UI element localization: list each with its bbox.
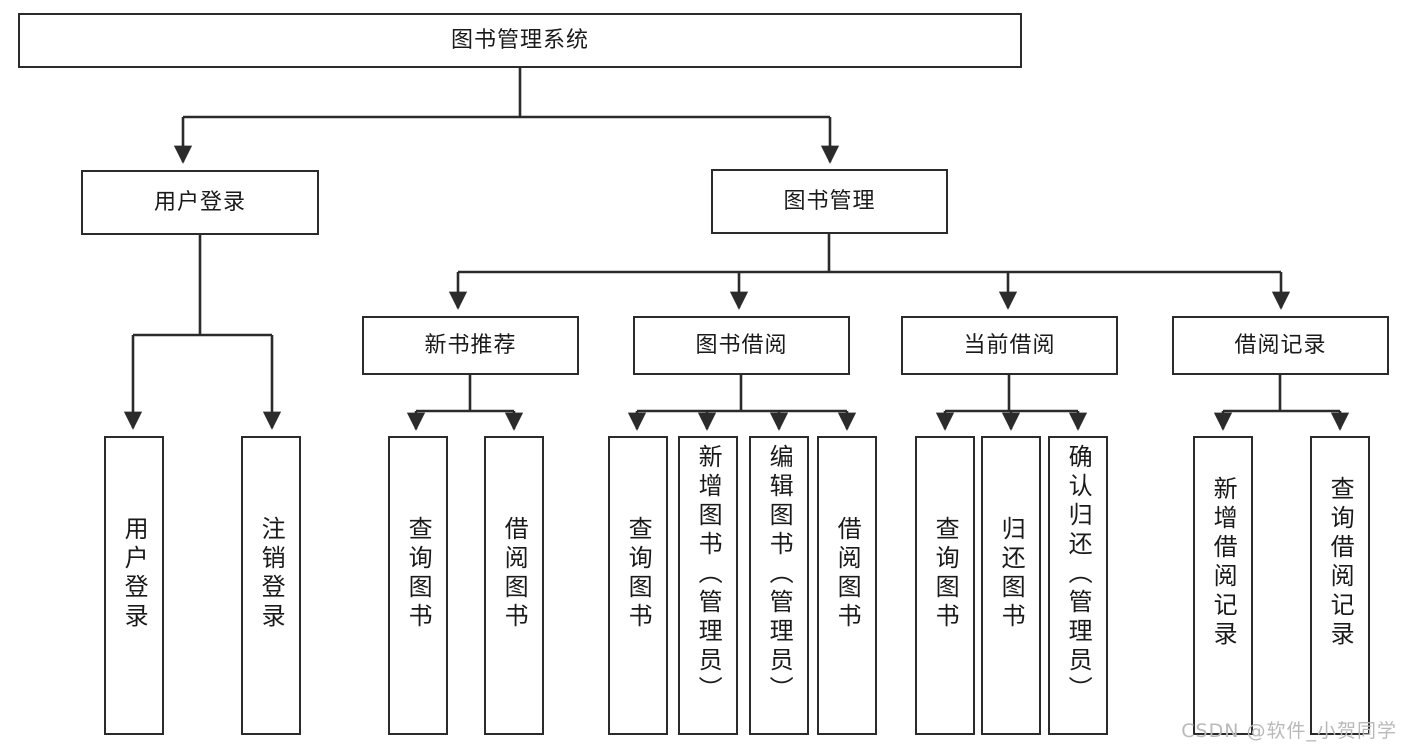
node-book-borrow-label: 图书借阅 [695, 332, 788, 358]
leaf-confirm-return-label: 确认归还（管理员） [1064, 444, 1093, 705]
leaf-query-book-3[interactable]: 查询图书 [915, 436, 975, 735]
leaf-query-book-1[interactable]: 查询图书 [388, 436, 448, 735]
leaf-user-login[interactable]: 用户登录 [104, 436, 164, 735]
leaf-user-logout-label: 注销登录 [257, 516, 286, 632]
leaf-confirm-return[interactable]: 确认归还（管理员） [1048, 436, 1108, 735]
leaf-add-record[interactable]: 新增借阅记录 [1193, 436, 1253, 735]
node-root-label: 图书管理系统 [450, 27, 589, 53]
leaf-borrow-book-1[interactable]: 借阅图书 [484, 436, 544, 735]
leaf-add-book[interactable]: 新增图书（管理员） [678, 436, 738, 735]
leaf-query-book-2[interactable]: 查询图书 [608, 436, 668, 735]
node-user-login-label: 用户登录 [153, 189, 246, 215]
node-new-book-recommend[interactable]: 新书推荐 [362, 316, 579, 375]
leaf-query-book-1-label: 查询图书 [404, 516, 433, 632]
node-book-manage[interactable]: 图书管理 [711, 169, 948, 234]
leaf-query-book-2-label: 查询图书 [624, 516, 653, 632]
leaf-user-login-label: 用户登录 [120, 516, 149, 632]
node-current-borrow[interactable]: 当前借阅 [901, 316, 1118, 375]
node-root[interactable]: 图书管理系统 [18, 13, 1022, 68]
leaf-borrow-book-2-label: 借阅图书 [833, 516, 862, 632]
node-user-login[interactable]: 用户登录 [81, 170, 319, 235]
leaf-add-record-label: 新增借阅记录 [1209, 476, 1238, 650]
leaf-borrow-book-1-label: 借阅图书 [500, 516, 529, 632]
leaf-query-record-label: 查询借阅记录 [1326, 476, 1355, 650]
leaf-edit-book[interactable]: 编辑图书（管理员） [749, 436, 809, 735]
node-borrow-record[interactable]: 借阅记录 [1172, 316, 1389, 375]
node-current-borrow-label: 当前借阅 [963, 332, 1056, 358]
leaf-query-record[interactable]: 查询借阅记录 [1310, 436, 1370, 735]
node-book-borrow[interactable]: 图书借阅 [633, 316, 850, 375]
leaf-borrow-book-2[interactable]: 借阅图书 [817, 436, 877, 735]
node-new-book-recommend-label: 新书推荐 [424, 332, 517, 358]
leaf-edit-book-label: 编辑图书（管理员） [765, 444, 794, 705]
leaf-user-logout[interactable]: 注销登录 [241, 436, 301, 735]
node-book-manage-label: 图书管理 [783, 188, 876, 214]
node-borrow-record-label: 借阅记录 [1234, 332, 1327, 358]
leaf-query-book-3-label: 查询图书 [931, 516, 960, 632]
csdn-watermark: CSDN @软件_小贺同学 [1181, 720, 1397, 742]
leaf-return-book-label: 归还图书 [997, 516, 1026, 632]
leaf-return-book[interactable]: 归还图书 [981, 436, 1041, 735]
leaf-add-book-label: 新增图书（管理员） [694, 444, 723, 705]
